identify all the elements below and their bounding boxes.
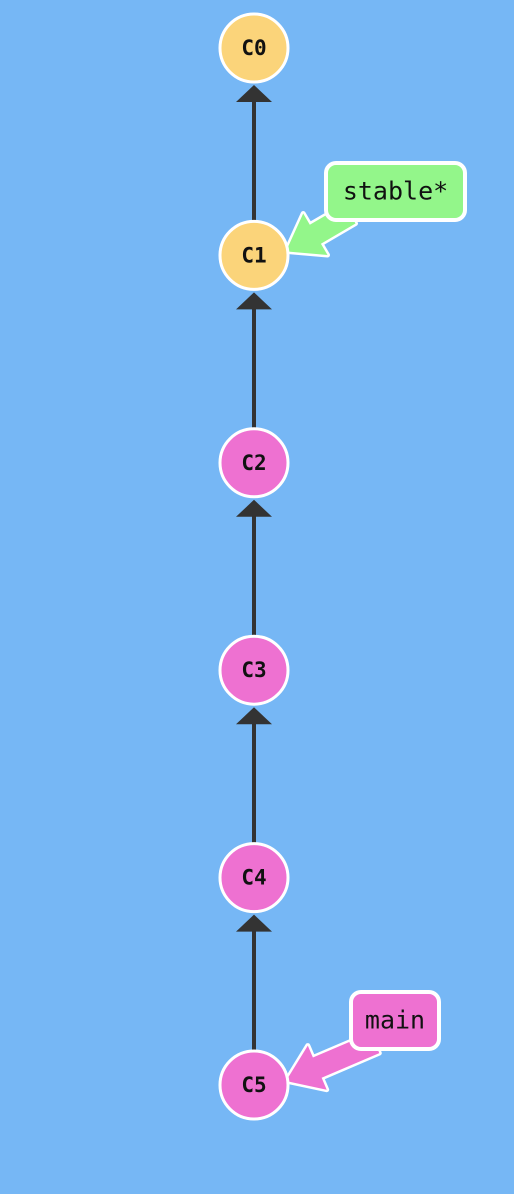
commit-label: C4 [241, 866, 266, 890]
commit-node-c3[interactable]: C3 [218, 634, 290, 706]
commit-circle [218, 1049, 290, 1121]
commit-circle [218, 634, 290, 706]
commit-circle [218, 427, 290, 499]
commit-circle [218, 842, 290, 914]
commit-node-c4[interactable]: C4 [218, 842, 290, 914]
commit-node-c0[interactable]: C0 [218, 12, 290, 84]
commit-node-c2[interactable]: C2 [218, 427, 290, 499]
branch-label-box [324, 161, 467, 222]
branches-layer: stable* main [324, 161, 467, 1051]
commit-label: C0 [241, 36, 266, 60]
branch-label-box [349, 990, 441, 1051]
branch-name: main [365, 1006, 425, 1035]
commit-label: C2 [241, 451, 266, 475]
commit-label: C5 [241, 1073, 266, 1097]
commit-edge-arrowhead [236, 707, 272, 725]
edges-layer [236, 85, 272, 1051]
commit-edge-arrowhead [236, 914, 272, 932]
branch-label-main[interactable]: main [349, 990, 441, 1051]
commit-edge-arrowhead [236, 85, 272, 102]
branch-label-stable[interactable]: stable* [324, 161, 467, 222]
commit-edge-arrowhead [236, 499, 272, 517]
commit-label: C3 [241, 658, 266, 682]
branch-name: stable* [343, 177, 448, 206]
commit-circle [218, 219, 290, 291]
commit-circle [218, 12, 290, 84]
commit-node-c5[interactable]: C5 [218, 1049, 290, 1121]
commit-edge-arrowhead [236, 292, 272, 310]
commit-node-c1[interactable]: C1 [218, 219, 290, 291]
branch-arrows-layer [283, 202, 382, 1093]
commit-label: C1 [241, 243, 266, 267]
